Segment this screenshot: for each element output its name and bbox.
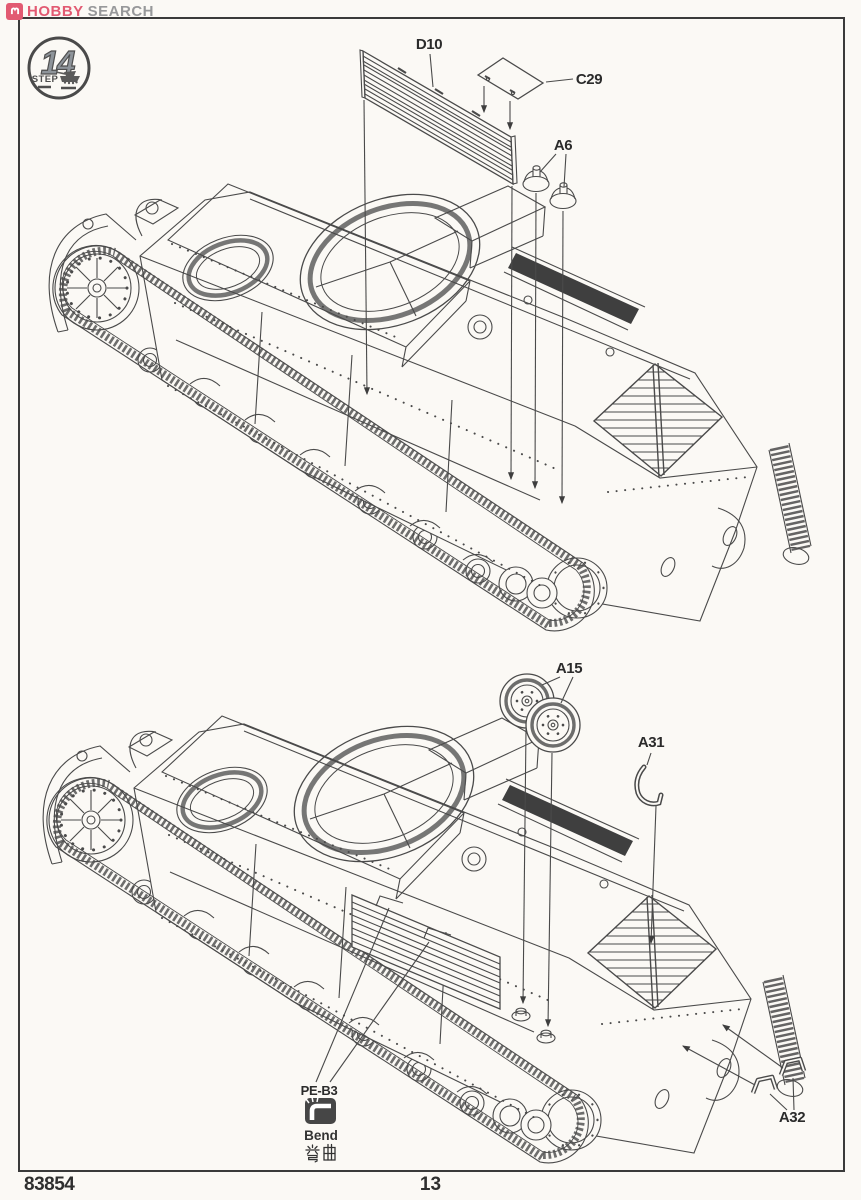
part-a15-wheels (499, 673, 581, 753)
page-border (18, 17, 845, 1172)
part-label-a31: A31 (638, 734, 664, 751)
part-pe-b3-brackets (375, 895, 452, 939)
part-c29-plate (476, 57, 545, 100)
part-a31-hook (634, 764, 664, 807)
bend-label-cn (305, 1143, 336, 1163)
bend-icon (305, 1098, 336, 1124)
part-label-a32: A32 (779, 1109, 805, 1126)
part-label-c29: C29 (576, 71, 602, 88)
part-label-a6: A6 (554, 137, 572, 154)
tank-illustration-top (49, 170, 811, 631)
page-number: 13 (419, 1174, 442, 1195)
logo-brand-secondary: SEARCH (87, 2, 155, 20)
part-label-d10: D10 (416, 36, 442, 53)
bend-label-en: Bend (304, 1128, 338, 1143)
part-a6-caps (522, 165, 577, 210)
leader-lines-bottom (315, 676, 795, 1111)
bend-instruction: Bend (304, 1096, 338, 1163)
step-badge: 14 STEP (27, 36, 91, 100)
diagram-step14-bottom: A15 A31 PE-B3 A32 Bend (43, 660, 805, 1163)
step-label: STEP (32, 74, 59, 85)
diagram-step14-top: D10 C29 A6 (49, 36, 811, 631)
part-d10-grille (359, 49, 518, 186)
logo-brand-primary: HOBBY (27, 2, 84, 20)
leader-lines-top (363, 53, 574, 505)
hobbysearch-logo: HOBBY SEARCH (6, 2, 154, 20)
hobbysearch-flame-icon (6, 2, 23, 20)
part-label-a15: A15 (556, 660, 582, 677)
kit-number: 83854 (24, 1174, 75, 1195)
part-label-pe-b3: PE-B3 (301, 1083, 338, 1098)
tank-icon (57, 71, 80, 85)
part-a32-handles (750, 1056, 807, 1094)
axle-stubs (511, 1007, 556, 1044)
